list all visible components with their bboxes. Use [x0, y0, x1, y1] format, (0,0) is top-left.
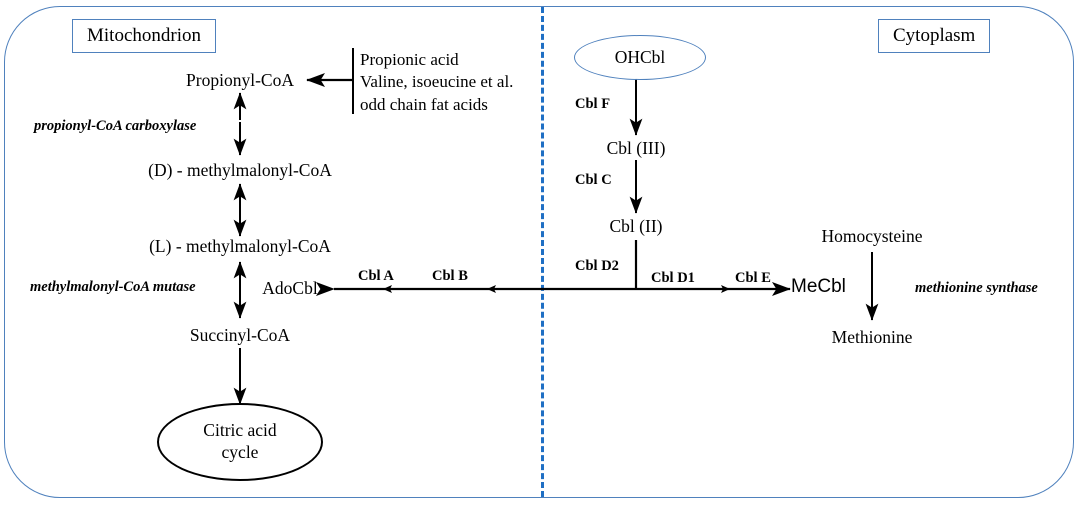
- citric-acid-cycle-label: Citric acid cycle: [203, 420, 277, 462]
- label-cbl-d1: Cbl D1: [651, 270, 695, 286]
- ohcbl-label: OHCbl: [614, 46, 666, 67]
- label-cbl-c: Cbl C: [575, 172, 612, 188]
- node-methionine: Methionine: [831, 327, 913, 347]
- substrate-bracket-bar: [352, 48, 354, 114]
- node-mecbl: MeCbl: [791, 276, 846, 297]
- label-cbl-e: Cbl E: [735, 270, 771, 286]
- compartment-label-cytoplasm: Cytoplasm: [878, 19, 991, 53]
- label-cbl-a: Cbl A: [358, 268, 394, 284]
- node-adocbl: AdoCbl: [262, 278, 318, 298]
- enzyme-methionine-synthase: methionine synthase: [915, 280, 1038, 296]
- node-cbl-ii: Cbl (II): [609, 216, 663, 236]
- cell-boundary-outline: [4, 6, 1074, 498]
- substrate-list: Propionic acid Valine, isoeucine et al. …: [360, 49, 513, 116]
- compartment-label-mitochondrion: Mitochondrion: [72, 19, 216, 53]
- node-citric-acid-cycle: Citric acid cycle: [157, 403, 323, 481]
- node-succinyl-coa: Succinyl-CoA: [189, 325, 291, 345]
- membrane-divider-dashed-line: [541, 7, 544, 497]
- substrate-line-1: Propionic acid: [360, 50, 459, 69]
- substrate-line-2: Valine, isoeucine et al.: [360, 72, 514, 92]
- node-l-methylmalonyl-coa: (L) - methylmalonyl-CoA: [149, 236, 331, 256]
- enzyme-methylmalonyl-coa-mutase: methylmalonyl-CoA mutase: [30, 279, 196, 295]
- node-d-methylmalonyl-coa: (D) - methylmalonyl-CoA: [148, 160, 332, 180]
- node-propionyl-coa: Propionyl-CoA: [186, 70, 294, 90]
- label-cbl-d2: Cbl D2: [575, 258, 619, 274]
- enzyme-propionyl-coa-carboxylase: propionyl-CoA carboxylase: [34, 118, 197, 134]
- label-cbl-f: Cbl F: [575, 96, 611, 112]
- label-cbl-b: Cbl B: [432, 268, 468, 284]
- node-ohcbl: OHCbl: [574, 35, 706, 80]
- node-cbl-iii: Cbl (III): [606, 138, 666, 158]
- substrate-line-3: odd chain fat acids: [360, 94, 488, 114]
- node-homocysteine: Homocysteine: [821, 226, 923, 246]
